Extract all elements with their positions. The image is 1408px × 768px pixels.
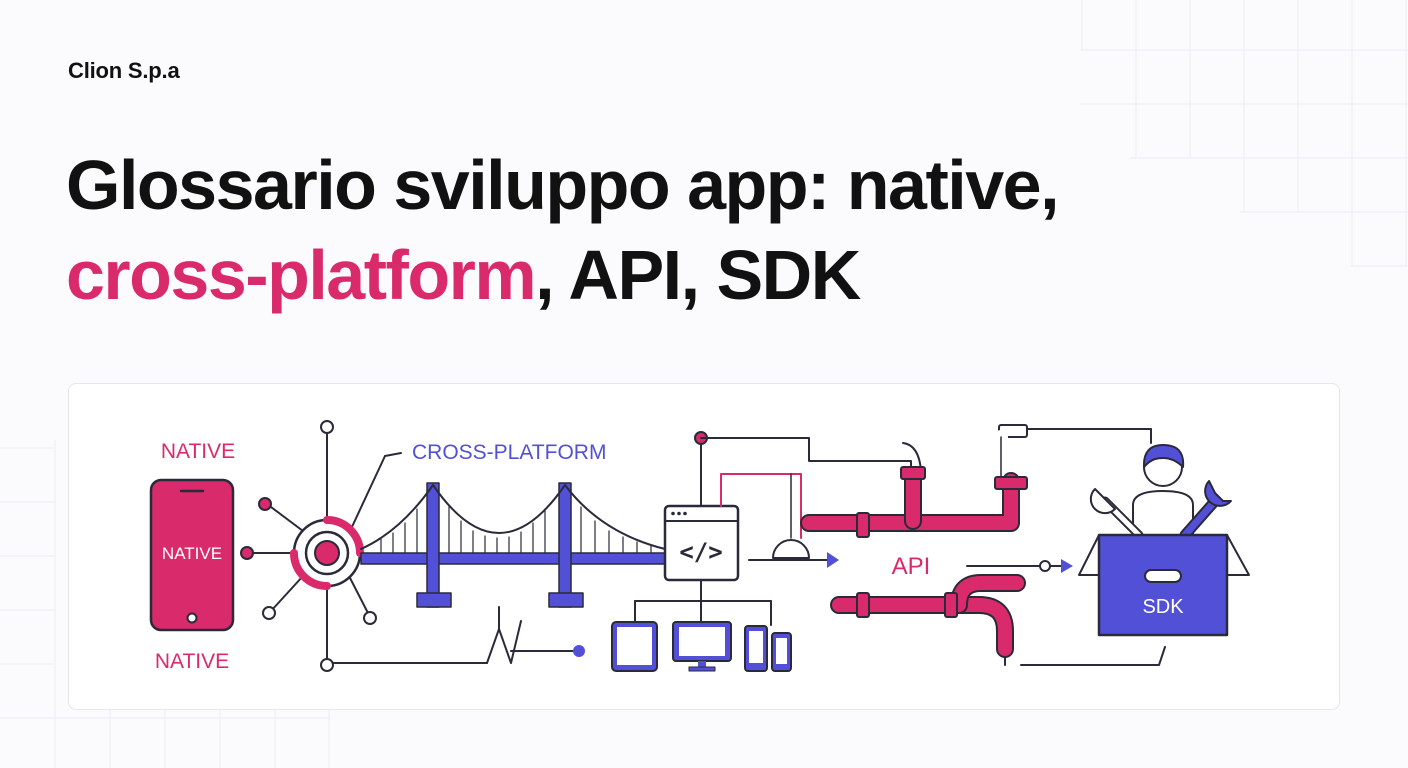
phone-icon: [149, 478, 235, 632]
tablet-icon: [611, 621, 658, 672]
sdk-box-icon: [1078, 444, 1250, 637]
background-grid-top-right: [1080, 0, 1408, 267]
hub-icon: [240, 420, 488, 672]
native-label-top: NATIVE: [161, 440, 235, 463]
wrench-icon: [1089, 480, 1232, 541]
cross-platform-label: CROSS-PLATFORM: [412, 441, 606, 464]
native-label-phone: NATIVE: [162, 544, 222, 563]
company-name: Clion S.p.a: [68, 58, 180, 83]
title-line-2-rest: , API, SDK: [535, 236, 861, 314]
illustration-panel: NATIVE NATIVE NATIVE CROSS-PLATFORM </> …: [68, 383, 1340, 710]
title-line-1: Glossario sviluppo app: native,: [66, 146, 1060, 224]
native-label-bottom: NATIVE: [155, 650, 229, 673]
monitor-icon: [672, 621, 732, 672]
api-label: API: [892, 553, 931, 580]
bridge-icon: [360, 482, 666, 664]
concept-illustration: NATIVE NATIVE NATIVE CROSS-PLATFORM </> …: [149, 420, 1250, 673]
sdk-label: SDK: [1142, 596, 1184, 618]
devices-icon: [611, 621, 792, 672]
person-icon: [1132, 444, 1194, 536]
page-title: Glossario sviluppo app: native, cross-pla…: [66, 140, 1060, 320]
connector-lines: [694, 431, 922, 568]
title-highlight: cross-platform: [66, 236, 537, 314]
code-glyph: </>: [679, 538, 722, 566]
smartphones-icon: [744, 625, 792, 672]
api-pipes-icon: [800, 424, 1166, 666]
